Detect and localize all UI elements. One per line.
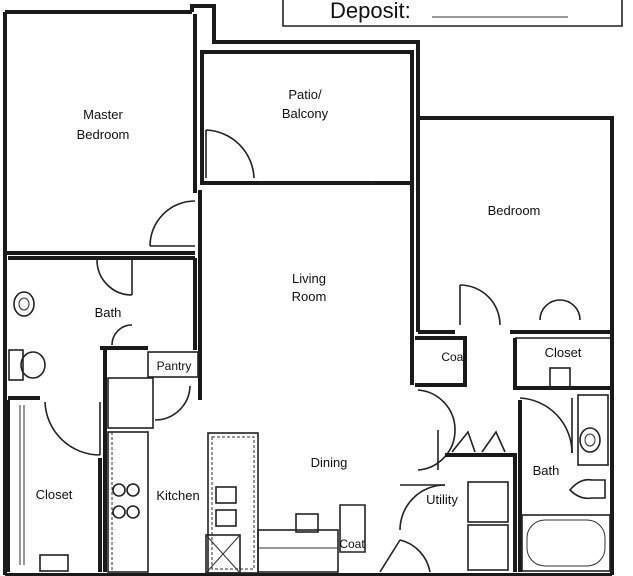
utility: Utility — [399, 430, 517, 572]
master-bedroom: Master Bedroom — [5, 14, 197, 255]
master-bedroom-label-2: Bedroom — [77, 127, 130, 142]
living-room-label-1: Living — [292, 271, 326, 286]
sink-icon — [215, 486, 237, 504]
dryer-icon — [467, 524, 509, 571]
bathtub-icon — [521, 514, 611, 572]
closet-right: Closet — [513, 299, 612, 390]
toilet-icon — [568, 478, 606, 500]
sink-icon — [215, 509, 237, 527]
toilet-bowl-icon — [20, 351, 46, 379]
kitchen: Kitchen — [103, 350, 259, 574]
patio-label-2: Balcony — [282, 106, 329, 121]
sink-icon — [579, 427, 601, 453]
patio-balcony: Patio/ Balcony — [200, 50, 414, 185]
living-room-label-2: Room — [292, 289, 327, 304]
deposit-label: Deposit: — [330, 0, 411, 23]
coat-closet-mid: Coat — [415, 336, 467, 471]
washer-icon — [467, 481, 509, 523]
dining: Dining — [257, 455, 348, 573]
closet-left-label: Closet — [36, 487, 73, 502]
bath-right: Bath — [518, 394, 611, 572]
patio-label-1: Patio/ — [288, 87, 322, 102]
stove-burner-icon — [112, 505, 126, 519]
closet-right-label: Closet — [545, 345, 582, 360]
stove-burner-icon — [126, 483, 140, 497]
bath-left: Bath — [8, 256, 197, 400]
pantry: Pantry — [147, 351, 199, 378]
bedroom: Bedroom — [416, 118, 612, 334]
coat-mid-label: Coat — [441, 350, 467, 364]
coat-closet-bottom: Coat — [339, 504, 431, 573]
sink-icon — [13, 291, 35, 317]
closet-left: Closet — [6, 400, 102, 572]
coat-bottom-label: Coat — [339, 537, 365, 551]
stove-burner-icon — [112, 483, 126, 497]
dining-label: Dining — [311, 455, 348, 470]
utility-label: Utility — [426, 492, 458, 507]
bath-right-label: Bath — [533, 463, 560, 478]
master-bedroom-label-1: Master — [83, 107, 123, 122]
living-room: Living Room — [198, 183, 414, 400]
stove-burner-icon — [126, 505, 140, 519]
bath-left-label: Bath — [95, 305, 122, 320]
bedroom-label: Bedroom — [488, 203, 541, 218]
pantry-label: Pantry — [157, 359, 192, 373]
deposit-box: Deposit: — [282, 0, 623, 27]
kitchen-label: Kitchen — [156, 488, 199, 503]
toilet-tank-icon — [8, 349, 24, 381]
